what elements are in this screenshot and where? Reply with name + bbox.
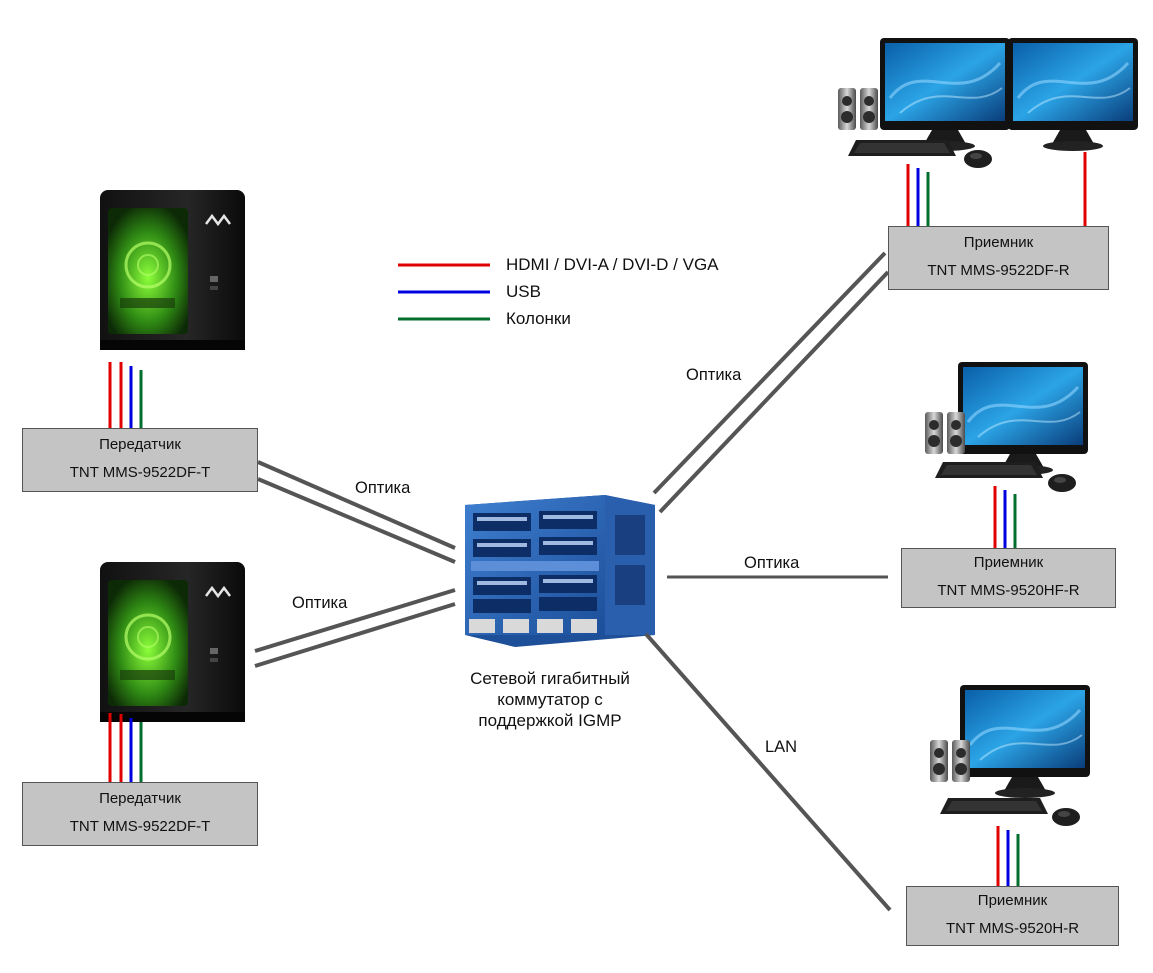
- mouse-icon: [1052, 808, 1080, 826]
- pc-tower-icon: [98, 188, 247, 352]
- transmitter-1-model: TNT MMS-9522DF-T: [69, 464, 211, 481]
- legend-audio-label: Колонки: [506, 309, 571, 328]
- link-rx3-label: LAN: [765, 738, 798, 756]
- link-rx3: [644, 632, 892, 912]
- legend-video-label: HDMI / DVI-A / DVI-D / VGA: [506, 255, 719, 274]
- receiver-3-model: TNT MMS-9520H-R: [945, 920, 1080, 937]
- switch-caption-line1: Сетевой гигабитный: [470, 669, 630, 688]
- receiver-1-box: Приемник TNT MMS-9522DF-R: [888, 226, 1109, 290]
- receiver-1-title: Приемник: [963, 234, 1034, 251]
- link-rx1-label: Оптика: [686, 366, 742, 384]
- keyboard-icon: [848, 140, 956, 156]
- switch-caption-line2: коммутатор с: [497, 690, 603, 709]
- receiver-2-model: TNT MMS-9520HF-R: [937, 582, 1080, 599]
- keyboard-icon: [935, 462, 1043, 478]
- monitor-icon: [1006, 36, 1140, 153]
- transmitter-2-box: Передатчик TNT MMS-9522DF-T: [22, 782, 258, 846]
- receiver-1-model: TNT MMS-9522DF-R: [927, 262, 1070, 279]
- transmitter-1-cables: [108, 362, 143, 428]
- mouse-icon: [964, 150, 992, 168]
- link-tx1: [257, 460, 456, 564]
- receiver-2-box: Приемник TNT MMS-9520HF-R: [901, 548, 1116, 608]
- switch-caption: Сетевой гигабитный коммутатор с поддержк…: [440, 668, 660, 731]
- receiver-3-title: Приемник: [977, 892, 1048, 909]
- link-rx2-label: Оптика: [744, 554, 800, 572]
- receiver-3-cables: [996, 826, 1020, 886]
- link-rx1: [652, 251, 890, 514]
- network-switch-icon: [465, 495, 655, 647]
- transmitter-2-title: Передатчик: [99, 790, 181, 807]
- speakers-icon: [838, 88, 878, 130]
- pc-tower-icon: [98, 560, 247, 724]
- receiver-1-cables: [906, 152, 1087, 226]
- link-tx2-label: Оптика: [292, 594, 348, 612]
- keyboard-icon: [940, 798, 1048, 814]
- speakers-icon: [925, 412, 965, 454]
- transmitter-2-model: TNT MMS-9522DF-T: [69, 818, 211, 835]
- mouse-icon: [1048, 474, 1076, 492]
- link-tx1-label: Оптика: [355, 479, 411, 497]
- transmitter-1-title: Передатчик: [99, 436, 181, 453]
- transmitter-2-cables: [108, 713, 143, 782]
- legend-usb-label: USB: [506, 282, 541, 301]
- switch-caption-line3: поддержкой IGMP: [478, 711, 622, 730]
- receiver-2-cables: [993, 486, 1017, 548]
- receiver-3-box: Приемник TNT MMS-9520H-R: [906, 886, 1119, 946]
- monitor-icon: [878, 36, 1012, 153]
- monitor-icon: [958, 683, 1092, 800]
- speakers-icon: [930, 740, 970, 782]
- link-tx2: [254, 588, 456, 668]
- receiver-2-title: Приемник: [973, 554, 1044, 571]
- monitor-icon: [956, 360, 1090, 477]
- transmitter-1-box: Передатчик TNT MMS-9522DF-T: [22, 428, 258, 492]
